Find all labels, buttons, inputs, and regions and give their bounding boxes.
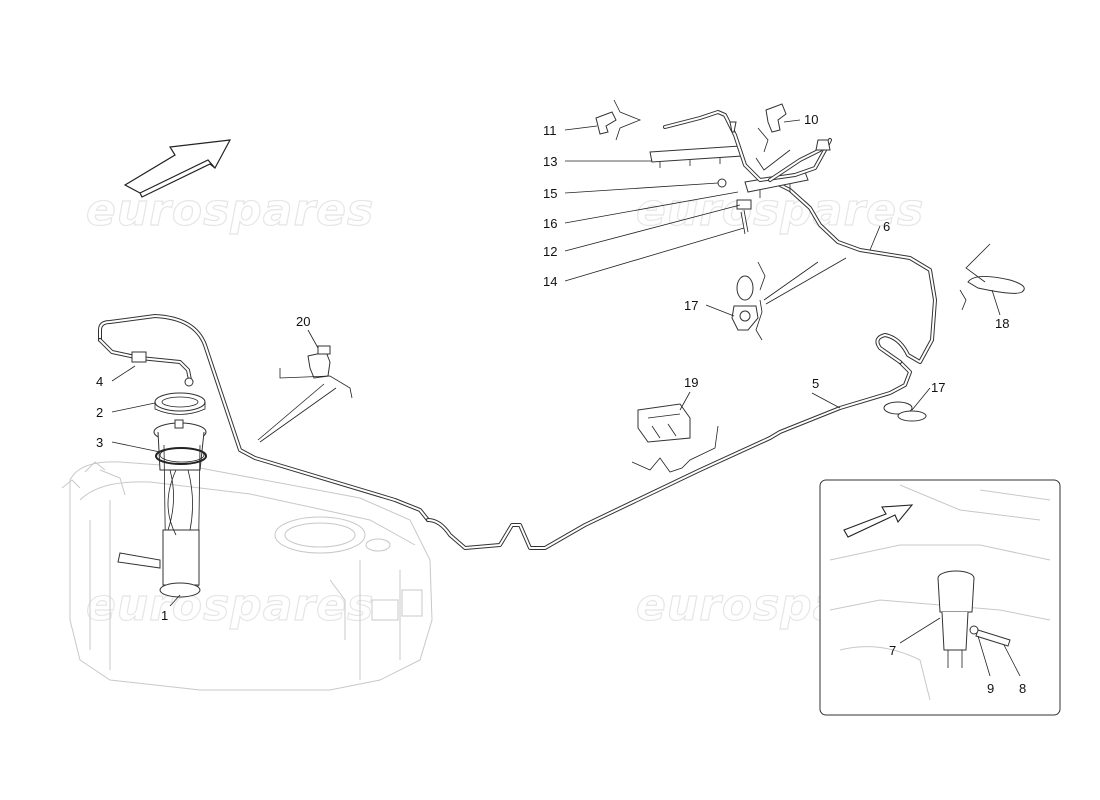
fuel-rail-assembly	[649, 110, 832, 235]
tank-lock-ring	[154, 392, 206, 415]
callout-7: 7	[889, 643, 896, 658]
pipe-retaining-clip-upper	[731, 261, 766, 341]
inset-detail-box	[819, 479, 1061, 716]
callout-1: 1	[161, 608, 168, 623]
callout-8: 8	[1019, 681, 1026, 696]
direction-arrow-icon	[123, 139, 232, 198]
callout-14: 14	[543, 274, 557, 289]
callout-4: 4	[96, 374, 103, 389]
callout-17-upper: 17	[684, 298, 698, 313]
callout-15: 15	[543, 186, 557, 201]
callout-5: 5	[812, 376, 819, 391]
fuel-tank-outline	[61, 461, 433, 691]
callout-labels: 1 2 3 4 5 6 7 8 9 10 11 12 13 14 15 16 1…	[96, 112, 1026, 696]
callout-18: 18	[995, 316, 1009, 331]
callout-20: 20	[296, 314, 310, 329]
pump-supply-hose	[98, 314, 430, 522]
callout-6: 6	[883, 219, 890, 234]
main-fuel-pipe	[426, 360, 912, 550]
callout-16: 16	[543, 216, 557, 231]
fuel-pump-module	[117, 419, 207, 598]
callout-17-lower: 17	[931, 380, 945, 395]
pipe-retaining-clip-lower	[883, 401, 927, 422]
callout-2: 2	[96, 405, 103, 420]
callout-leader-lines	[111, 119, 1021, 677]
callout-10: 10	[804, 112, 818, 127]
callout-13: 13	[543, 154, 557, 169]
pipe-clip-20	[279, 345, 353, 399]
callout-19: 19	[684, 375, 698, 390]
quick-connector-clip-11	[595, 99, 642, 141]
callout-9: 9	[987, 681, 994, 696]
pipe-protection-sleeve	[959, 243, 1025, 311]
pipe-support-bracket	[631, 403, 719, 473]
pump-seal-ring	[155, 447, 207, 465]
callout-11: 11	[543, 123, 557, 138]
quick-connector-clip-10	[755, 103, 791, 171]
callout-12: 12	[543, 244, 557, 259]
rail-feed-pipe	[768, 178, 937, 364]
callout-3: 3	[96, 435, 103, 450]
